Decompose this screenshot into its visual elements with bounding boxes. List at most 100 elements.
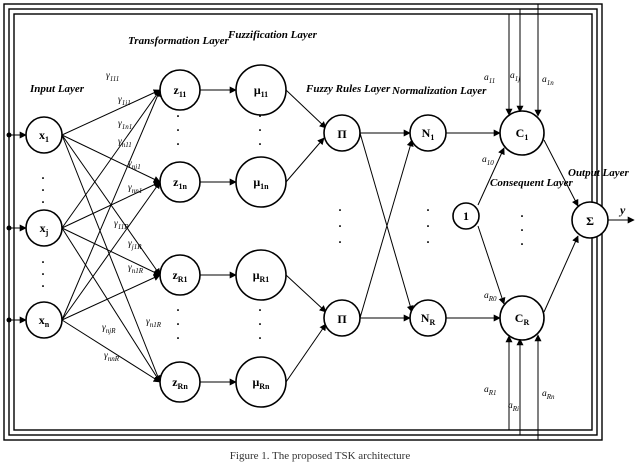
svg-text:z11: z11 (174, 83, 187, 99)
svg-text:a1j: a1j (510, 71, 520, 83)
svg-text:·: · (426, 203, 430, 217)
svg-text:·: · (41, 255, 45, 269)
svg-text:C1: C1 (516, 126, 529, 142)
svg-text:NR: NR (421, 311, 436, 327)
svg-text:γn11: γn11 (118, 137, 132, 149)
outer-frame-3 (13, 13, 593, 431)
weight-labels: γ111 γ1j1 γ1n1 γn11 γnj1 γnn1 γ11R γj1R … (102, 71, 162, 363)
node-z1n: z1n (159, 161, 201, 203)
node-zR1: zR1 (159, 254, 201, 296)
svg-text:xj: xj (40, 221, 49, 237)
label-consequent-layer: Consequent Layer (490, 177, 574, 189)
svg-text:γ1n1: γ1n1 (118, 119, 132, 131)
label-fuzzification-layer: Fuzzification Layer (227, 29, 318, 41)
svg-text:·: · (258, 317, 262, 331)
svg-text:μRn: μRn (252, 375, 270, 391)
edges-normalization-consequent (446, 129, 506, 322)
svg-text:γj1R: γj1R (128, 239, 142, 251)
ellipsis-dots: ··· ··· ··· ··· ··· ··· ··· ··· ··· (41, 109, 524, 345)
svg-text:γ1j1: γ1j1 (118, 95, 131, 107)
outer-frame-1 (3, 3, 603, 441)
svg-text:·: · (176, 123, 180, 137)
label-transformation-layer: Transformation Layer (128, 35, 229, 47)
tsk-architecture-diagram: ··· ··· ··· ··· ··· ··· ··· ··· ··· x1 x… (3, 3, 635, 441)
svg-text:a1n: a1n (542, 75, 554, 87)
svg-text:γnjR: γnjR (102, 323, 116, 335)
svg-text:·: · (520, 237, 524, 251)
svg-text:a10: a10 (482, 155, 494, 167)
svg-text:μ1n: μ1n (253, 175, 269, 191)
output-y-label: y (618, 203, 626, 217)
node-mu11: μ11 (235, 64, 287, 116)
node-nR: NR (409, 299, 447, 337)
svg-text:γn1R: γn1R (128, 263, 144, 275)
node-muR1: μR1 (235, 249, 287, 301)
svg-text:Π: Π (337, 312, 347, 326)
node-x1: x1 (25, 116, 63, 154)
svg-text:γ111: γ111 (106, 71, 119, 83)
svg-text:γnj1: γnj1 (128, 159, 141, 171)
svg-text:aRn: aRn (542, 389, 555, 401)
svg-text:μ11: μ11 (254, 83, 268, 99)
label-fuzzy-rules-layer: Fuzzy Rules Layer (305, 83, 391, 95)
svg-text:1: 1 (463, 209, 469, 223)
svg-text:Π: Π (337, 127, 347, 141)
label-input-layer: Input Layer (29, 83, 85, 95)
svg-text:Σ: Σ (586, 214, 594, 228)
svg-text:·: · (176, 303, 180, 317)
svg-text:xn: xn (39, 313, 50, 329)
svg-text:·: · (41, 279, 45, 293)
node-n1: N1 (409, 114, 447, 152)
svg-text:·: · (258, 303, 262, 317)
node-cR: CR (499, 295, 545, 341)
svg-text:·: · (520, 209, 524, 223)
edges-transformation-fuzzification (200, 86, 237, 386)
svg-text:μR1: μR1 (253, 268, 270, 284)
svg-text:·: · (426, 219, 430, 233)
svg-text:·: · (41, 195, 45, 209)
figure-caption: Figure 1. The proposed TSK architecture (229, 450, 411, 462)
svg-text:·: · (338, 235, 342, 249)
node-muRn: μRn (235, 356, 287, 408)
node-xj: xj (25, 209, 63, 247)
svg-text:·: · (258, 137, 262, 151)
svg-text:·: · (338, 203, 342, 217)
svg-text:aR0: aR0 (484, 291, 497, 303)
svg-text:z1n: z1n (173, 175, 187, 191)
node-xn: xn (25, 301, 63, 339)
edges-fuzzification-rules (285, 89, 327, 383)
svg-text:·: · (258, 123, 262, 137)
coefficient-labels: a11 a1j a1n a10 aR0 aR1 aRi aRn (482, 71, 555, 413)
svg-text:·: · (176, 317, 180, 331)
node-one: 1 (452, 202, 480, 230)
svg-text:aR1: aR1 (484, 385, 497, 397)
svg-text:CR: CR (515, 311, 530, 327)
label-output-layer: Output Layer (568, 167, 630, 179)
svg-text:·: · (41, 171, 45, 185)
svg-text:γnn1: γnn1 (128, 183, 142, 195)
svg-text:γnnR: γnnR (104, 351, 120, 363)
svg-text:·: · (520, 223, 524, 237)
coefficient-feeds (505, 4, 542, 440)
svg-text:·: · (41, 267, 45, 281)
svg-text:zRn: zRn (172, 375, 188, 391)
node-c1: C1 (499, 110, 545, 156)
svg-text:γ11R: γ11R (114, 219, 129, 231)
svg-text:·: · (258, 331, 262, 345)
edges-input-transformation (61, 89, 161, 383)
svg-text:·: · (176, 331, 180, 345)
svg-text:·: · (176, 109, 180, 123)
edges-consequent-output (543, 139, 635, 313)
svg-text:·: · (338, 219, 342, 233)
svg-text:·: · (41, 183, 45, 197)
node-z11: z11 (159, 69, 201, 111)
edges-rules-normalization (359, 129, 414, 322)
svg-text:a11: a11 (484, 73, 495, 85)
svg-text:γn1R: γn1R (146, 317, 162, 329)
input-feed-lines (6, 131, 27, 324)
svg-text:·: · (258, 109, 262, 123)
svg-text:·: · (426, 235, 430, 249)
node-mu1n: μ1n (235, 156, 287, 208)
node-zRn: zRn (159, 361, 201, 403)
svg-text:zR1: zR1 (172, 268, 187, 284)
